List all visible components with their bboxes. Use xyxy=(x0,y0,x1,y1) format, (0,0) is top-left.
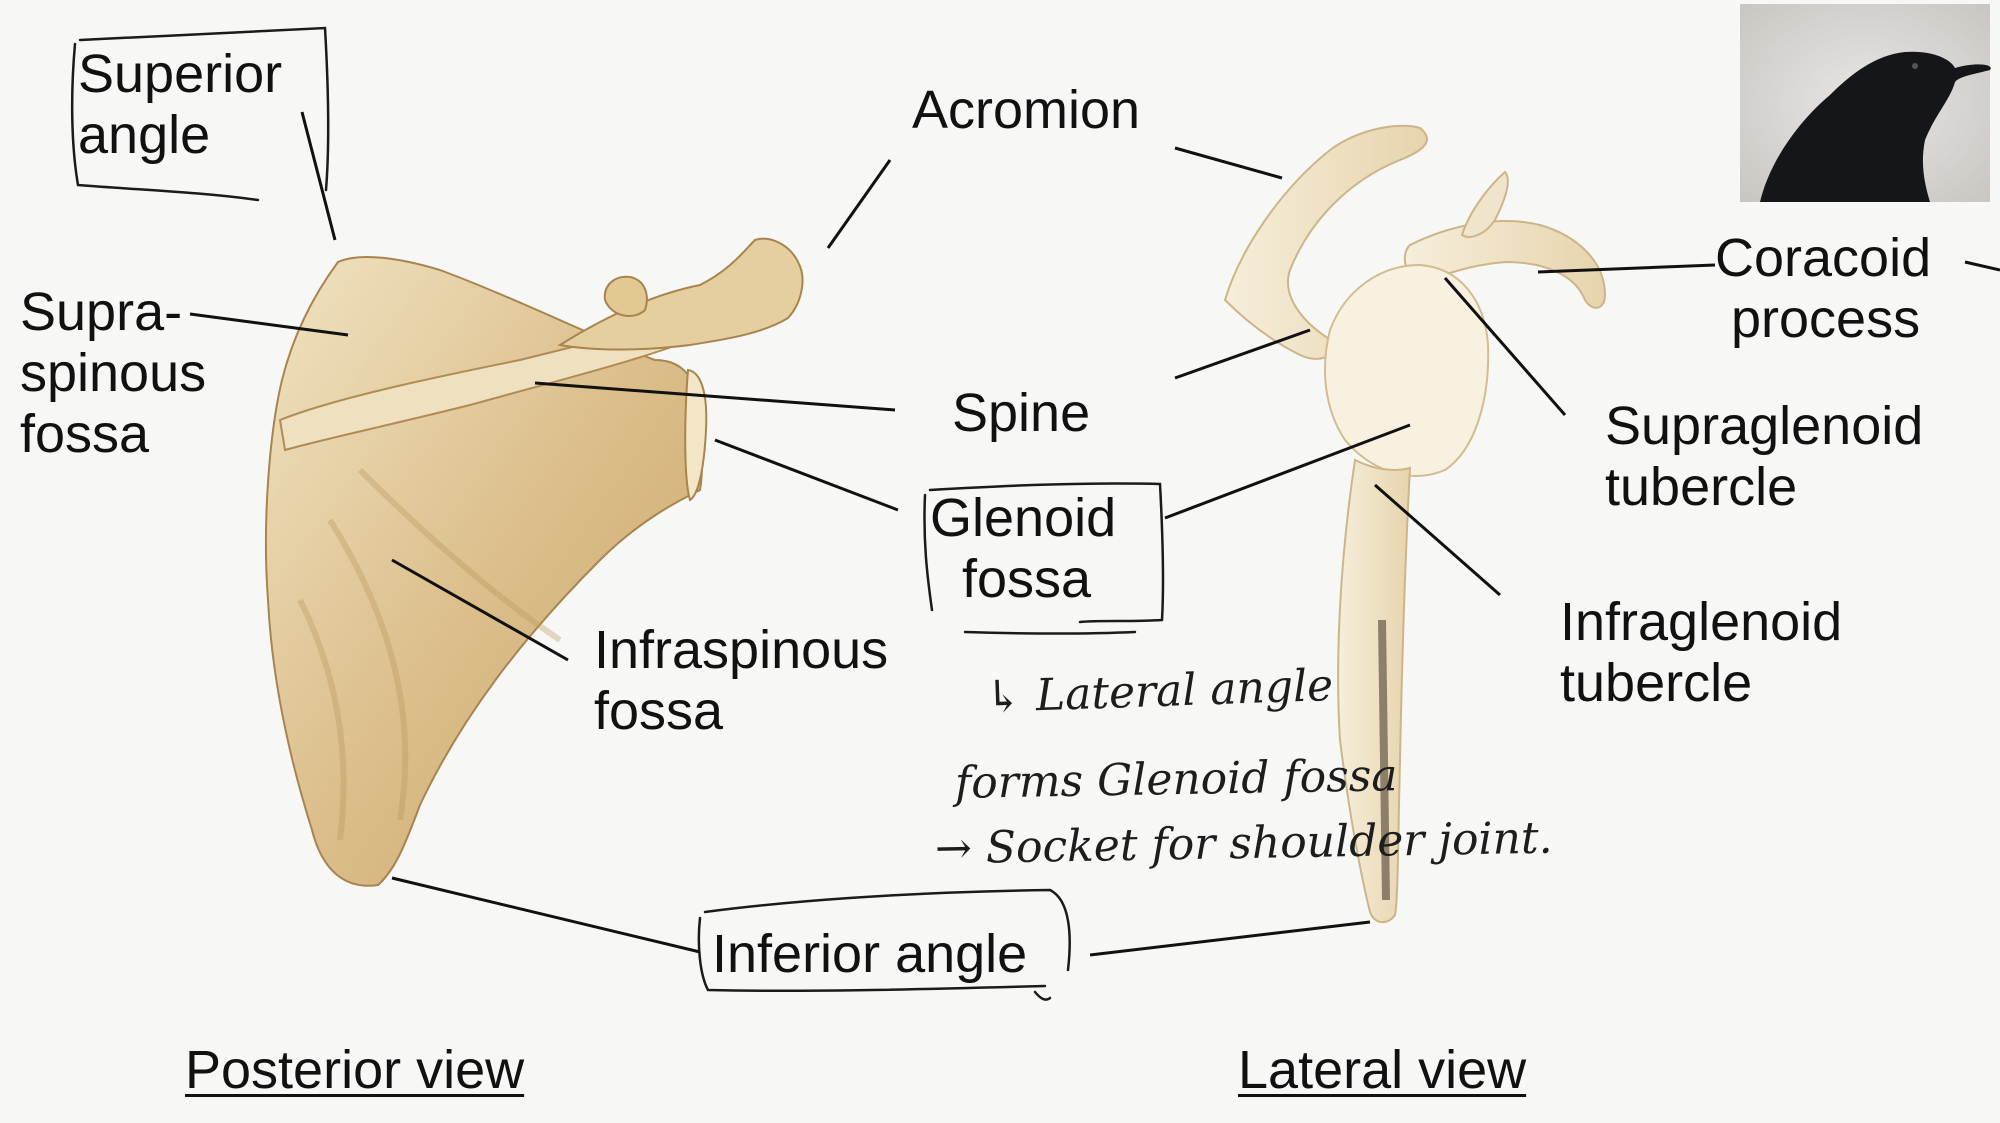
lateral-acromion xyxy=(1223,124,1428,360)
handwritten-note-line1: ↳ Lateral angle xyxy=(984,659,1334,724)
lateral-process-tip xyxy=(1460,170,1509,238)
label-infraspinous-fossa: Infraspinous fossa xyxy=(594,620,888,742)
label-superior-angle: Superior angle xyxy=(78,44,282,166)
label-acromion: Acromion xyxy=(912,80,1141,140)
label-supraglenoid-line1: Supraglenoid xyxy=(1605,396,1924,456)
leader-spine-posterior xyxy=(534,381,896,412)
label-glenoid-fossa: Glenoid fossa xyxy=(930,488,1116,610)
leader-lines xyxy=(189,111,2000,957)
raven-photo xyxy=(1740,4,1991,202)
label-coracoid-line2: process xyxy=(1731,289,1921,350)
label-glenoid-line1: Glenoid xyxy=(930,488,1117,548)
label-posterior-view: Posterior view xyxy=(185,1040,525,1100)
leader-acromion-posterior xyxy=(826,159,892,249)
box-superior-angle xyxy=(70,26,330,202)
handwritten-boxes xyxy=(70,26,1165,1001)
leader-supraglenoid xyxy=(1443,277,1567,416)
posterior-shading xyxy=(297,467,562,841)
label-supraspinous-line3: fossa xyxy=(20,404,150,465)
leader-coracoid xyxy=(1537,263,1716,274)
leader-infraspinous xyxy=(391,558,569,662)
handwritten-note-line2: forms Glenoid fossa xyxy=(954,750,1398,809)
lateral-glenoid-head xyxy=(1324,263,1490,477)
underline-glenoid-fossa xyxy=(963,630,1137,635)
lateral-body-blade xyxy=(1337,458,1412,924)
leader-infraglenoid xyxy=(1374,483,1501,597)
label-supraspinous-line1: Supra- xyxy=(20,282,183,342)
leader-acromion-lateral xyxy=(1174,146,1283,180)
label-inferior-angle: Inferior angle xyxy=(712,924,1028,984)
label-supraspinous-fossa: Supra- spinous fossa xyxy=(20,282,206,465)
leader-inferior-angle-lateral xyxy=(1089,920,1371,957)
label-infraspinous-line2: fossa xyxy=(594,681,724,742)
label-infraglenoid-tubercle: Infraglenoid tubercle xyxy=(1560,592,1842,714)
box-inferior-angle xyxy=(697,888,1071,1001)
label-coracoid-line1: Coracoid xyxy=(1715,228,1932,288)
posterior-glenoid-rim xyxy=(684,368,708,502)
leader-spine-lateral xyxy=(1174,328,1311,380)
leader-inferior-angle-posterior xyxy=(391,876,701,954)
label-supraglenoid-tubercle: Supraglenoid tubercle xyxy=(1605,396,1923,518)
leader-glenoid-posterior xyxy=(714,438,899,512)
leader-superior-angle xyxy=(300,111,337,241)
posterior-scapula-illustration xyxy=(264,237,804,887)
label-coracoid-process: Coracoid process xyxy=(1715,228,1931,350)
raven-body xyxy=(1760,51,1991,202)
label-supraglenoid-line2: tubercle xyxy=(1605,457,1798,518)
label-infraspinous-line1: Infraspinous xyxy=(594,620,889,680)
label-lateral-view: Lateral view xyxy=(1238,1040,1527,1100)
label-superior-angle-line2: angle xyxy=(78,105,211,166)
leader-glenoid-lateral xyxy=(1164,423,1411,520)
box-glenoid-fossa xyxy=(923,482,1165,624)
lateral-blade-shadow xyxy=(1378,619,1390,901)
leader-supraspinous xyxy=(189,312,349,337)
posterior-coracoid-bump xyxy=(603,275,648,317)
label-glenoid-line2: fossa xyxy=(962,549,1092,610)
handwritten-note-line3: → Socket for shoulder joint. xyxy=(934,812,1553,875)
posterior-acromion xyxy=(557,237,804,351)
lateral-scapula-illustration xyxy=(1223,124,1607,924)
label-infraglenoid-line2: tubercle xyxy=(1560,653,1753,714)
label-infraglenoid-line1: Infraglenoid xyxy=(1560,592,1843,652)
label-superior-angle-line1: Superior xyxy=(78,44,283,104)
leader-coracoid-tail xyxy=(1964,260,2000,272)
label-spine: Spine xyxy=(952,383,1091,443)
label-supraspinous-line2: spinous xyxy=(20,343,207,404)
